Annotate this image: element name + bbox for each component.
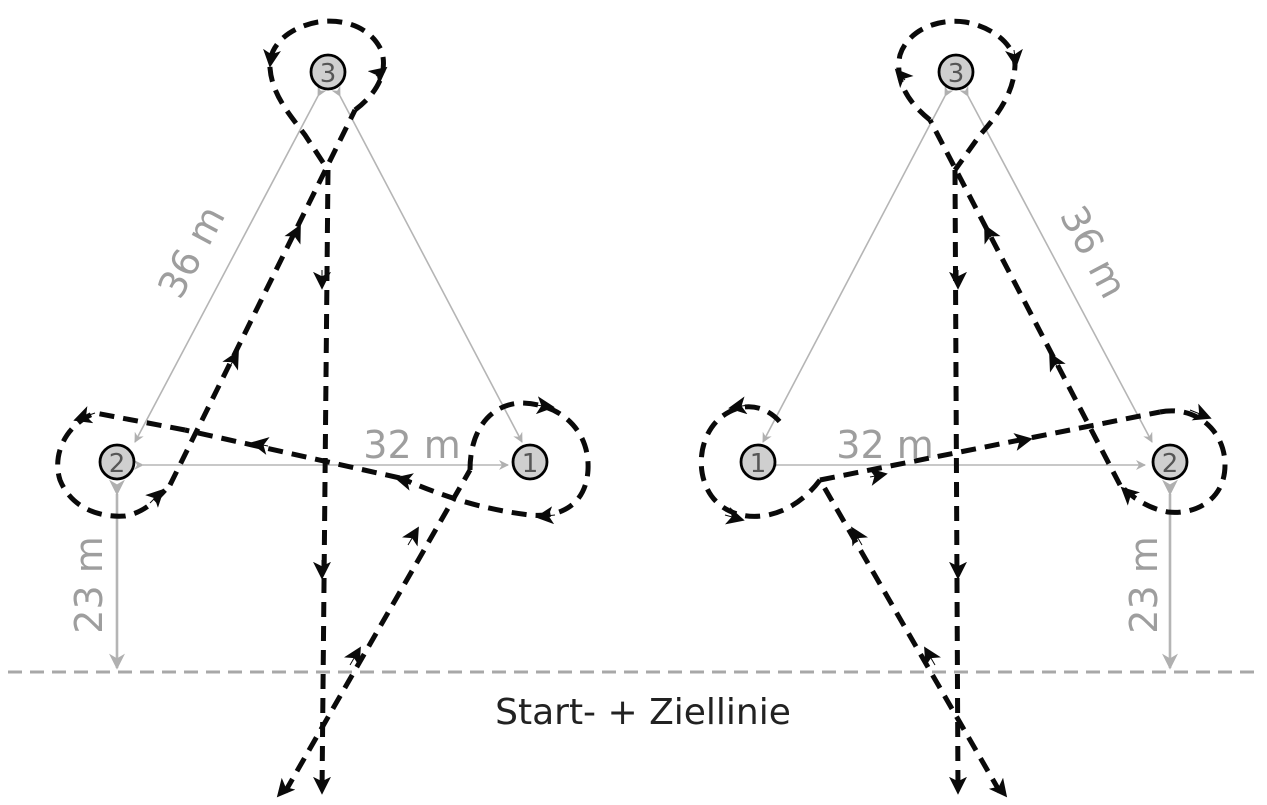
left-course: 36 m 32 m 23 m: [55, 18, 591, 798]
left-path-center: [319, 169, 331, 793]
svg-text:2: 2: [1162, 449, 1179, 479]
right-measure-3-1: [762, 85, 954, 443]
left-measure-3-1: [331, 85, 523, 443]
left-measure-3-2: [134, 85, 327, 443]
svg-text:2: 2: [109, 449, 126, 479]
left-label-23m: 23 m: [67, 536, 111, 633]
right-path-center: [952, 169, 961, 793]
right-buoy-1: 1: [739, 443, 777, 481]
right-label-36m: 36 m: [1051, 199, 1136, 306]
left-path-2-to-3: [167, 108, 358, 487]
svg-text:1: 1: [522, 449, 539, 479]
svg-text:3: 3: [948, 59, 965, 89]
right-loop-2: [1118, 408, 1228, 515]
right-direction-arrows: [724, 48, 1212, 798]
right-path-start-to-1: [817, 478, 1003, 794]
left-label-32m: 32 m: [363, 423, 460, 467]
right-loop-1: [698, 404, 822, 519]
left-direction-arrows: [73, 48, 556, 798]
right-label-23m: 23 m: [1122, 536, 1166, 633]
left-loop-1: [399, 400, 591, 518]
svg-text:1: 1: [750, 449, 767, 479]
start-finish-label: Start- + Ziellinie: [495, 692, 791, 733]
right-loop-3: [896, 18, 1018, 172]
left-buoy-2: 2: [98, 443, 136, 481]
right-course: 36 m 32 m 23 m: [698, 18, 1228, 798]
left-path-1-to-2: [184, 427, 401, 481]
right-buoy-3: 3: [937, 53, 975, 91]
right-path-2-to-3: [927, 118, 1123, 487]
right-buoy-2: 2: [1151, 443, 1189, 481]
left-buoy-1: 1: [511, 443, 549, 481]
left-path-start-to-1: [282, 468, 473, 794]
left-label-36m: 36 m: [149, 199, 234, 306]
right-measure-3-2: [959, 85, 1153, 443]
left-buoy-3: 3: [309, 53, 347, 91]
right-path-1-to-2: [819, 409, 1161, 483]
svg-text:3: 3: [320, 59, 337, 89]
